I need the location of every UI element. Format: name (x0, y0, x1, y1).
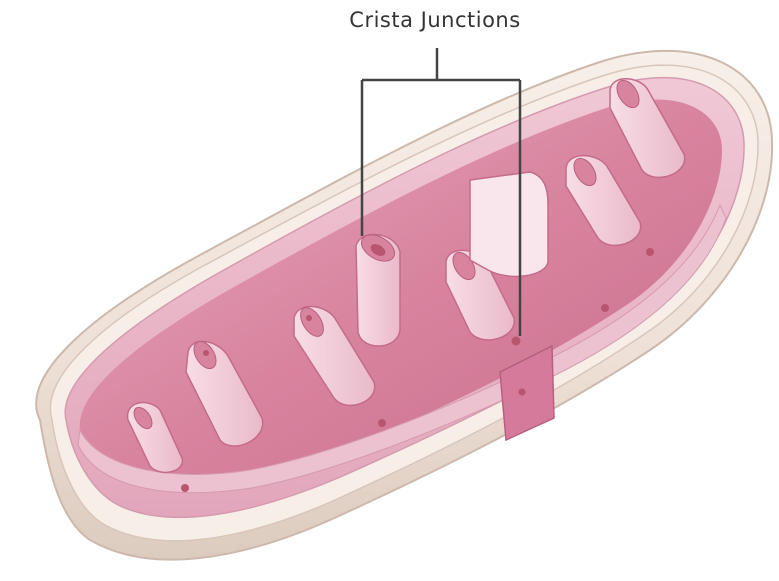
junction-hole (601, 304, 609, 312)
junction-hole (519, 389, 526, 396)
junction-hole (181, 484, 189, 492)
crista-junctions-label: Crista Junctions (300, 8, 570, 32)
crista-6 (470, 172, 548, 276)
junction-hole (512, 337, 521, 346)
crista-4 (356, 229, 400, 346)
junction-hole (378, 419, 386, 427)
junction-hole (646, 248, 654, 256)
